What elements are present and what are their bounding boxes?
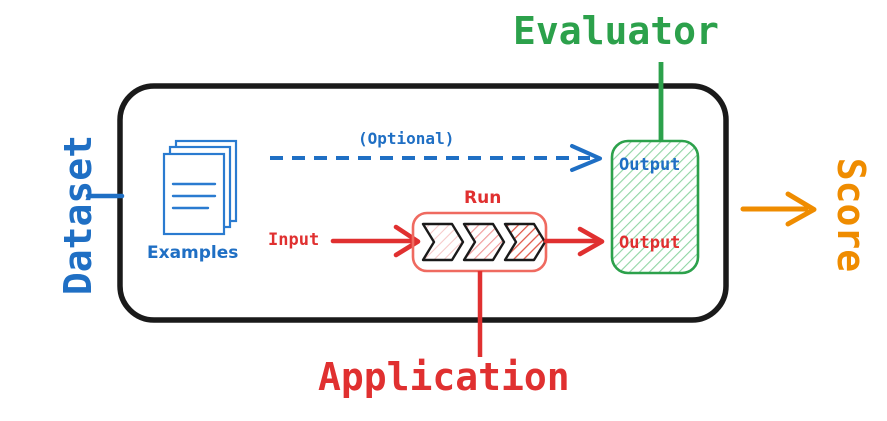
run-label: Run xyxy=(464,188,502,208)
documents-stack-icon xyxy=(162,139,238,236)
run-to-output-arrow xyxy=(543,226,605,257)
run-pipeline-box xyxy=(411,211,548,273)
optional-label: (Optional) xyxy=(358,129,455,148)
input-arrow xyxy=(330,224,421,258)
input-label: Input xyxy=(268,230,320,250)
evaluator-label: Evaluator xyxy=(513,9,719,53)
evaluator-output-box xyxy=(610,139,700,275)
score-arrow xyxy=(740,191,817,227)
examples-label: Examples xyxy=(147,243,239,263)
chevron-1 xyxy=(421,222,465,262)
chevron-2 xyxy=(462,222,506,262)
optional-dashed-arrow xyxy=(270,144,602,172)
dataset-label: Dataset xyxy=(56,134,100,296)
application-label: Application xyxy=(318,355,570,399)
main-container-box xyxy=(117,83,729,323)
chevron-3 xyxy=(503,222,547,262)
output-prediction-label: Output xyxy=(619,233,681,253)
score-label: Score xyxy=(829,157,873,273)
output-reference-label: Output xyxy=(619,155,681,175)
